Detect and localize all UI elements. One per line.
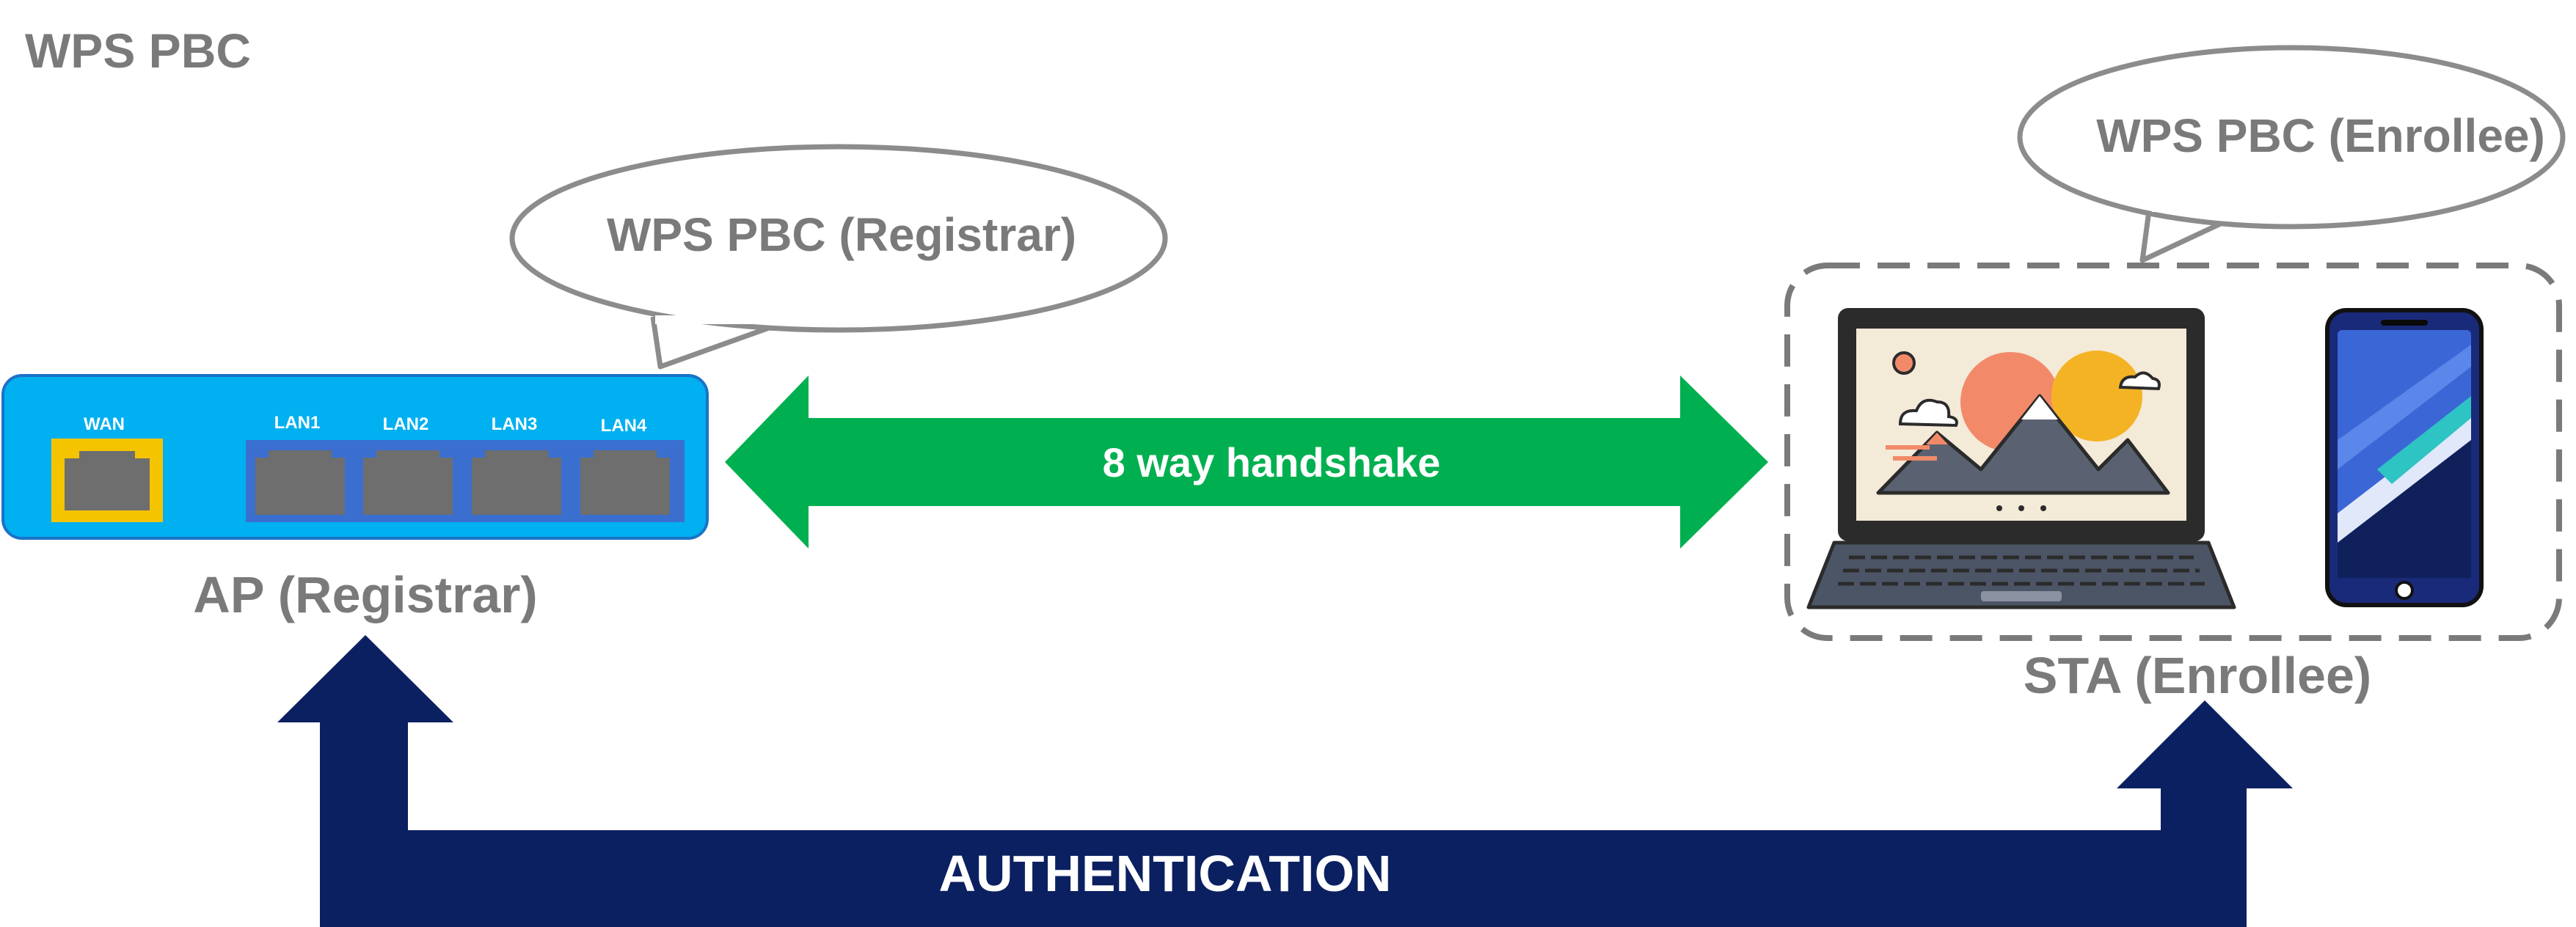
lan2-label: LAN2 bbox=[383, 414, 429, 434]
authentication-label: AUTHENTICATION bbox=[939, 845, 1392, 902]
lan-port-4: LAN4 bbox=[580, 416, 670, 515]
handshake-label: 8 way handshake bbox=[1103, 439, 1441, 486]
lan1-label: LAN1 bbox=[274, 413, 321, 433]
enrollee-bubble-text: WPS PBC (Enrollee) bbox=[2096, 109, 2545, 162]
sta-caption: STA (Enrollee) bbox=[2024, 647, 2371, 704]
lan-port-2: LAN2 bbox=[363, 414, 453, 515]
ap-caption: AP (Registrar) bbox=[193, 566, 537, 623]
diagram-title: WPS PBC bbox=[25, 23, 251, 78]
handshake-double-arrow: 8 way handshake bbox=[725, 375, 1768, 549]
wan-label: WAN bbox=[84, 414, 125, 434]
lan-port-1: LAN1 bbox=[255, 413, 345, 515]
router-icon: WAN LAN1 LAN2 LAN3 LAN4 bbox=[1, 374, 709, 540]
registrar-speech-bubble: WPS PBC (Registrar) bbox=[509, 144, 1168, 370]
smartphone-icon bbox=[2325, 308, 2484, 607]
enrollee-speech-bubble: WPS PBC (Enrollee) bbox=[2017, 45, 2566, 263]
registrar-bubble-text: WPS PBC (Registrar) bbox=[607, 208, 1076, 261]
lan4-label: LAN4 bbox=[601, 416, 647, 436]
lan3-label: LAN3 bbox=[492, 414, 538, 434]
laptop-icon bbox=[1806, 308, 2236, 609]
authentication-arrow: AUTHENTICATION bbox=[277, 635, 2293, 927]
lan-port-3: LAN3 bbox=[472, 414, 561, 515]
sta-group-border bbox=[1784, 263, 2562, 641]
wan-port-socket bbox=[65, 451, 150, 510]
